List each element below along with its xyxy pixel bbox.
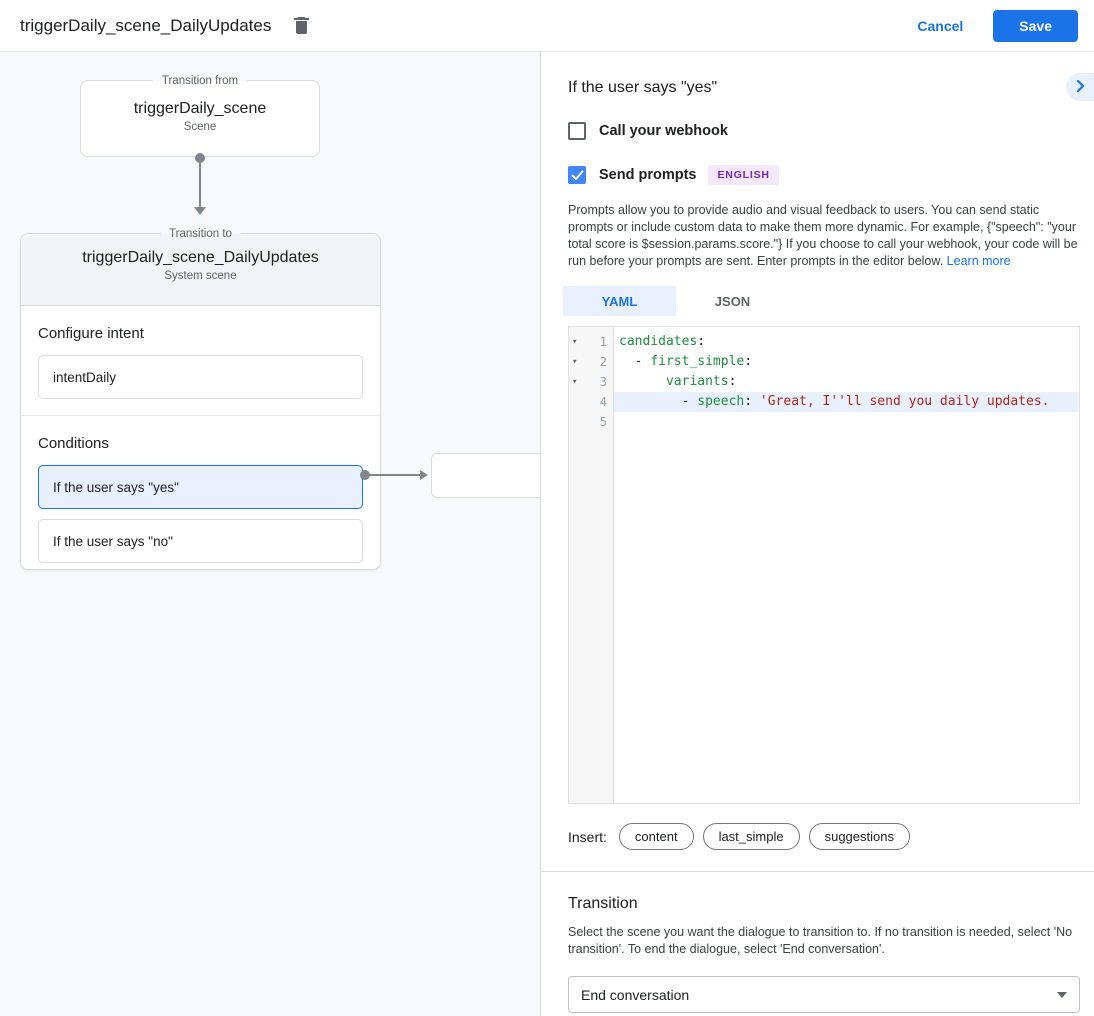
send-prompts-checkbox-label: Send prompts	[599, 167, 697, 183]
to-scene-name: triggerDaily_scene_DailyUpdates	[82, 249, 319, 266]
intent-item[interactable]: intentDaily	[38, 355, 363, 399]
panel-divider	[541, 871, 1094, 872]
prompts-description-text: Prompts allow you to provide audio and v…	[568, 203, 1078, 268]
from-scene-name: triggerDaily_scene	[133, 100, 267, 117]
to-scene-header[interactable]: triggerDaily_scene_DailyUpdates System s…	[21, 234, 380, 306]
prompt-code-editor[interactable]: ▾1 ▾2 ▾3 4 5 candidates: - first_simple:…	[568, 326, 1080, 804]
line-number: 4	[599, 395, 607, 409]
code-line-4: - speech: 'Great, I''ll send you daily u…	[614, 392, 1079, 412]
line-number: 5	[599, 415, 607, 429]
webhook-checkbox[interactable]	[568, 122, 586, 140]
delete-scene-button[interactable]	[289, 14, 313, 38]
code-line-3: variants:	[665, 374, 737, 389]
condition-label: If the user says "no"	[53, 533, 173, 549]
transition-to-node: Transition to triggerDaily_scene_DailyUp…	[20, 226, 381, 570]
checkmark-icon	[571, 170, 583, 180]
chevron-right-icon	[1076, 79, 1086, 95]
tab-json[interactable]: JSON	[714, 293, 751, 309]
trash-icon	[293, 15, 310, 37]
insert-row: Insert: content last_simple suggestions	[568, 823, 1080, 850]
fold-arrow-icon[interactable]: ▾	[572, 357, 578, 367]
tab-yaml[interactable]: YAML	[563, 286, 676, 316]
gutter-line: 5	[569, 412, 613, 432]
prompts-description: Prompts allow you to provide audio and v…	[568, 202, 1080, 270]
language-badge: ENGLISH	[708, 165, 779, 185]
transition-description: Select the scene you want the dialogue t…	[568, 925, 1073, 956]
transition-dropdown[interactable]: End conversation	[568, 976, 1080, 1013]
insert-suggestions-chip[interactable]: suggestions	[808, 823, 910, 850]
save-button[interactable]: Save	[993, 9, 1078, 42]
learn-more-link[interactable]: Learn more	[946, 254, 1011, 268]
condition-editor-panel: If the user says "yes" Call your webhook…	[541, 52, 1094, 1016]
gutter-line: ▾3	[569, 372, 613, 392]
configure-intent-heading: Configure intent	[38, 325, 144, 342]
connector-line-horizontal	[366, 474, 420, 476]
webhook-checkbox-row[interactable]: Call your webhook	[568, 122, 1080, 140]
arrow-down-icon	[194, 207, 206, 215]
connector-line-vertical	[199, 158, 201, 208]
transition-from-legend: Transition from	[152, 73, 248, 89]
line-number: 1	[599, 335, 607, 349]
insert-last-simple-chip[interactable]: last_simple	[702, 823, 800, 850]
page-title: triggerDaily_scene_DailyUpdates	[20, 15, 272, 35]
gutter-line: ▾2	[569, 352, 613, 372]
condition-target-node[interactable]	[431, 453, 540, 498]
line-number: 3	[599, 375, 607, 389]
condition-label: If the user says "yes"	[53, 479, 179, 495]
dropdown-caret-icon	[1057, 991, 1067, 998]
condition-item-no[interactable]: If the user says "no"	[38, 519, 363, 563]
gutter-line: 4	[569, 392, 613, 412]
to-scene-type: System scene	[164, 270, 237, 282]
gutter-line: ▾1	[569, 332, 613, 352]
app-header: triggerDaily_scene_DailyUpdates Cancel S…	[0, 0, 1094, 52]
send-prompts-checkbox[interactable]	[568, 166, 586, 184]
send-prompts-checkbox-row[interactable]: Send prompts ENGLISH	[568, 165, 1080, 185]
code-line-5	[614, 412, 1079, 432]
scene-flow-canvas: Transition from triggerDaily_scene Scene…	[0, 52, 541, 1016]
arrow-right-icon	[420, 470, 428, 480]
to-scene-body: Configure intent intentDaily Conditions …	[21, 325, 380, 563]
cancel-button[interactable]: Cancel	[905, 10, 975, 42]
insert-content-chip[interactable]: content	[618, 823, 694, 850]
transition-dropdown-value: End conversation	[581, 986, 690, 1003]
fold-arrow-icon[interactable]: ▾	[572, 337, 578, 347]
condition-item-yes[interactable]: If the user says "yes"	[38, 465, 363, 509]
editor-format-tabs: YAML JSON	[563, 286, 1080, 316]
conditions-heading: Conditions	[38, 435, 109, 452]
intent-name: intentDaily	[53, 369, 117, 385]
code-line-2: - first_simple:	[619, 354, 753, 369]
insert-label: Insert:	[568, 828, 607, 845]
connector-dot	[360, 470, 370, 480]
webhook-checkbox-label: Call your webhook	[599, 123, 728, 139]
panel-title: If the user says "yes"	[568, 79, 718, 96]
section-divider	[21, 415, 380, 416]
line-number: 2	[599, 355, 607, 369]
editor-gutter: ▾1 ▾2 ▾3 4 5	[569, 327, 614, 803]
transition-to-legend: Transition to	[160, 226, 241, 242]
code-line-1: candidates:	[619, 334, 706, 349]
transition-heading: Transition	[568, 895, 638, 912]
from-scene-type: Scene	[183, 121, 217, 133]
editor-code-area[interactable]: candidates: - first_simple: variants: - …	[614, 327, 1079, 803]
collapse-panel-button[interactable]	[1066, 73, 1094, 101]
transition-from-node[interactable]: Transition from triggerDaily_scene Scene	[80, 73, 320, 157]
fold-arrow-icon[interactable]: ▾	[572, 377, 578, 387]
